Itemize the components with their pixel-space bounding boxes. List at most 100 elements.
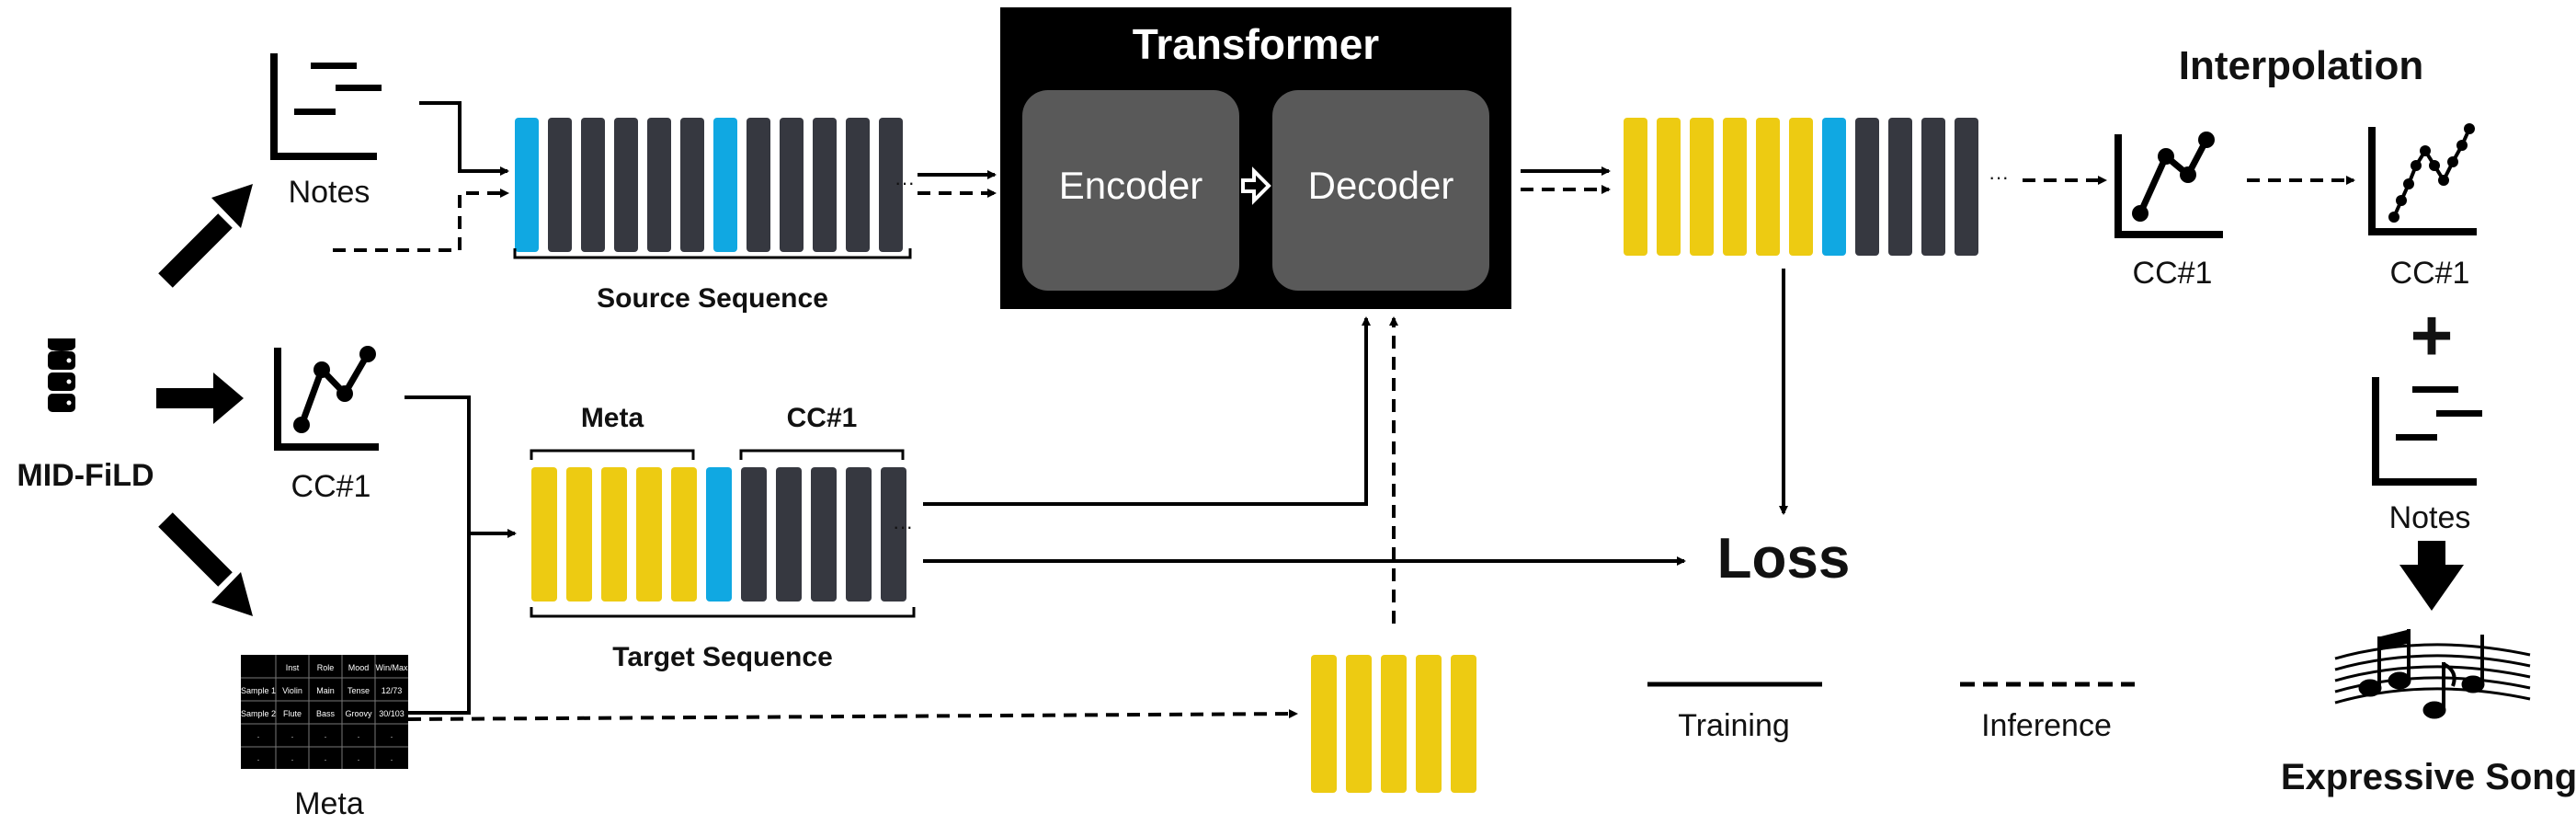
meta-table-cell: · <box>257 732 260 741</box>
meta-table-cell: · <box>358 755 360 764</box>
meta-label: Meta <box>294 786 364 821</box>
output-token <box>1690 118 1714 256</box>
meta-table-cell: Groovy <box>345 709 372 718</box>
target-token <box>776 467 802 602</box>
plus-sign: + <box>2411 294 2454 376</box>
transformer-title: Transformer <box>1133 20 1380 68</box>
meta-table-header-role: Role <box>317 663 335 672</box>
legend-training-label: Training <box>1678 708 1790 743</box>
output-token <box>1657 118 1681 256</box>
source-token <box>515 118 539 252</box>
meta-to-inference-arrow <box>407 709 1298 721</box>
source-token <box>647 118 671 252</box>
output-token <box>1955 118 1978 256</box>
source-token <box>713 118 737 252</box>
meta-table-cell: · <box>391 755 393 764</box>
target-token <box>846 467 872 602</box>
cc-chart-icon <box>274 346 379 451</box>
output-token <box>1855 118 1879 256</box>
cc-label: CC#1 <box>291 469 371 504</box>
transformer-to-output-arrows <box>1521 166 1611 194</box>
meta-table-cell: Sample 2 <box>241 709 276 718</box>
meta-table-cell: Bass <box>316 709 336 718</box>
decoder-label: Decoder <box>1308 164 1454 207</box>
output-cc-label: CC#1 <box>2133 256 2213 291</box>
down-arrow-to-song <box>2399 541 2464 611</box>
target-arrows <box>923 316 1686 566</box>
meta-table-cell: Violin <box>282 686 302 695</box>
inference-token <box>1346 655 1372 793</box>
output-sequence <box>1624 118 1978 256</box>
meta-table-header-winmax: Win/Max <box>375 663 408 672</box>
output-token <box>1624 118 1647 256</box>
arrow-to-notes <box>158 184 253 288</box>
output-token <box>1723 118 1747 256</box>
meta-table-cell: Sample 1 <box>241 686 276 695</box>
target-token <box>566 467 592 602</box>
source-to-transformer-arrows <box>918 170 997 198</box>
inference-token <box>1451 655 1476 793</box>
inference-token <box>1381 655 1407 793</box>
expressive-song-label: Expressive Song <box>2281 757 2576 797</box>
source-ellipsis: ··· <box>895 171 915 194</box>
inference-token <box>1311 655 1337 793</box>
meta-table-cell: 12/73 <box>382 686 403 695</box>
legend-inference-label: Inference <box>1981 708 2112 743</box>
notes-icon <box>270 53 382 160</box>
target-token <box>741 467 767 602</box>
loss-label: Loss <box>1717 527 1851 590</box>
meta-table-cell: · <box>291 732 294 741</box>
encoder-block <box>1022 90 1239 291</box>
target-sequence <box>530 449 916 618</box>
source-token <box>813 118 837 252</box>
database-icon <box>48 338 75 412</box>
target-sequence-label: Target Sequence <box>612 642 833 672</box>
meta-table-header-inst: Inst <box>286 663 300 672</box>
meta-table-cell: 30/103 <box>379 709 405 718</box>
source-token <box>614 118 638 252</box>
meta-table-cell: · <box>358 732 360 741</box>
interpolated-cc-chart-icon <box>2368 123 2477 235</box>
source-token <box>680 118 704 252</box>
output-token <box>1756 118 1780 256</box>
notes-label-right: Notes <box>2389 500 2471 535</box>
source-token <box>548 118 572 252</box>
target-token <box>636 467 662 602</box>
output-token <box>1822 118 1846 256</box>
output-token <box>1789 118 1813 256</box>
inference-token <box>1416 655 1442 793</box>
arrow-to-cc <box>156 372 244 424</box>
target-meta-label: Meta <box>581 403 644 433</box>
encoder-label: Encoder <box>1059 164 1203 207</box>
target-token <box>811 467 837 602</box>
source-token <box>581 118 605 252</box>
cc-meta-to-target-connectors <box>405 395 517 715</box>
meta-table-cell: Main <box>316 686 335 695</box>
meta-table: Inst Role Mood Win/Max Sample 1 Violin M… <box>241 655 408 769</box>
target-token <box>881 467 906 602</box>
source-sequence-label: Source Sequence <box>597 283 828 314</box>
target-token <box>601 467 627 602</box>
meta-table-cell: Flute <box>283 709 302 718</box>
meta-table-cell: Tense <box>348 686 370 695</box>
arrow-to-meta <box>158 512 253 616</box>
output-cc-chart-icon <box>2114 132 2223 238</box>
meta-table-cell: · <box>291 755 294 764</box>
output-token <box>1888 118 1912 256</box>
music-notes-icon <box>2334 629 2531 719</box>
meta-table-cell: · <box>257 755 260 764</box>
source-token <box>846 118 870 252</box>
meta-table-cell: · <box>391 732 393 741</box>
target-ellipsis: ··· <box>893 515 913 538</box>
dataset-label: MID-FiLD <box>17 458 154 493</box>
decoder-block <box>1272 90 1489 291</box>
source-token <box>879 118 903 252</box>
source-sequence <box>513 118 912 259</box>
inference-meta-tokens <box>1311 655 1476 793</box>
notes-label: Notes <box>289 175 370 210</box>
source-token <box>747 118 770 252</box>
target-token <box>706 467 732 602</box>
meta-table-cell: · <box>325 732 327 741</box>
interpolated-cc-label: CC#1 <box>2390 256 2470 291</box>
